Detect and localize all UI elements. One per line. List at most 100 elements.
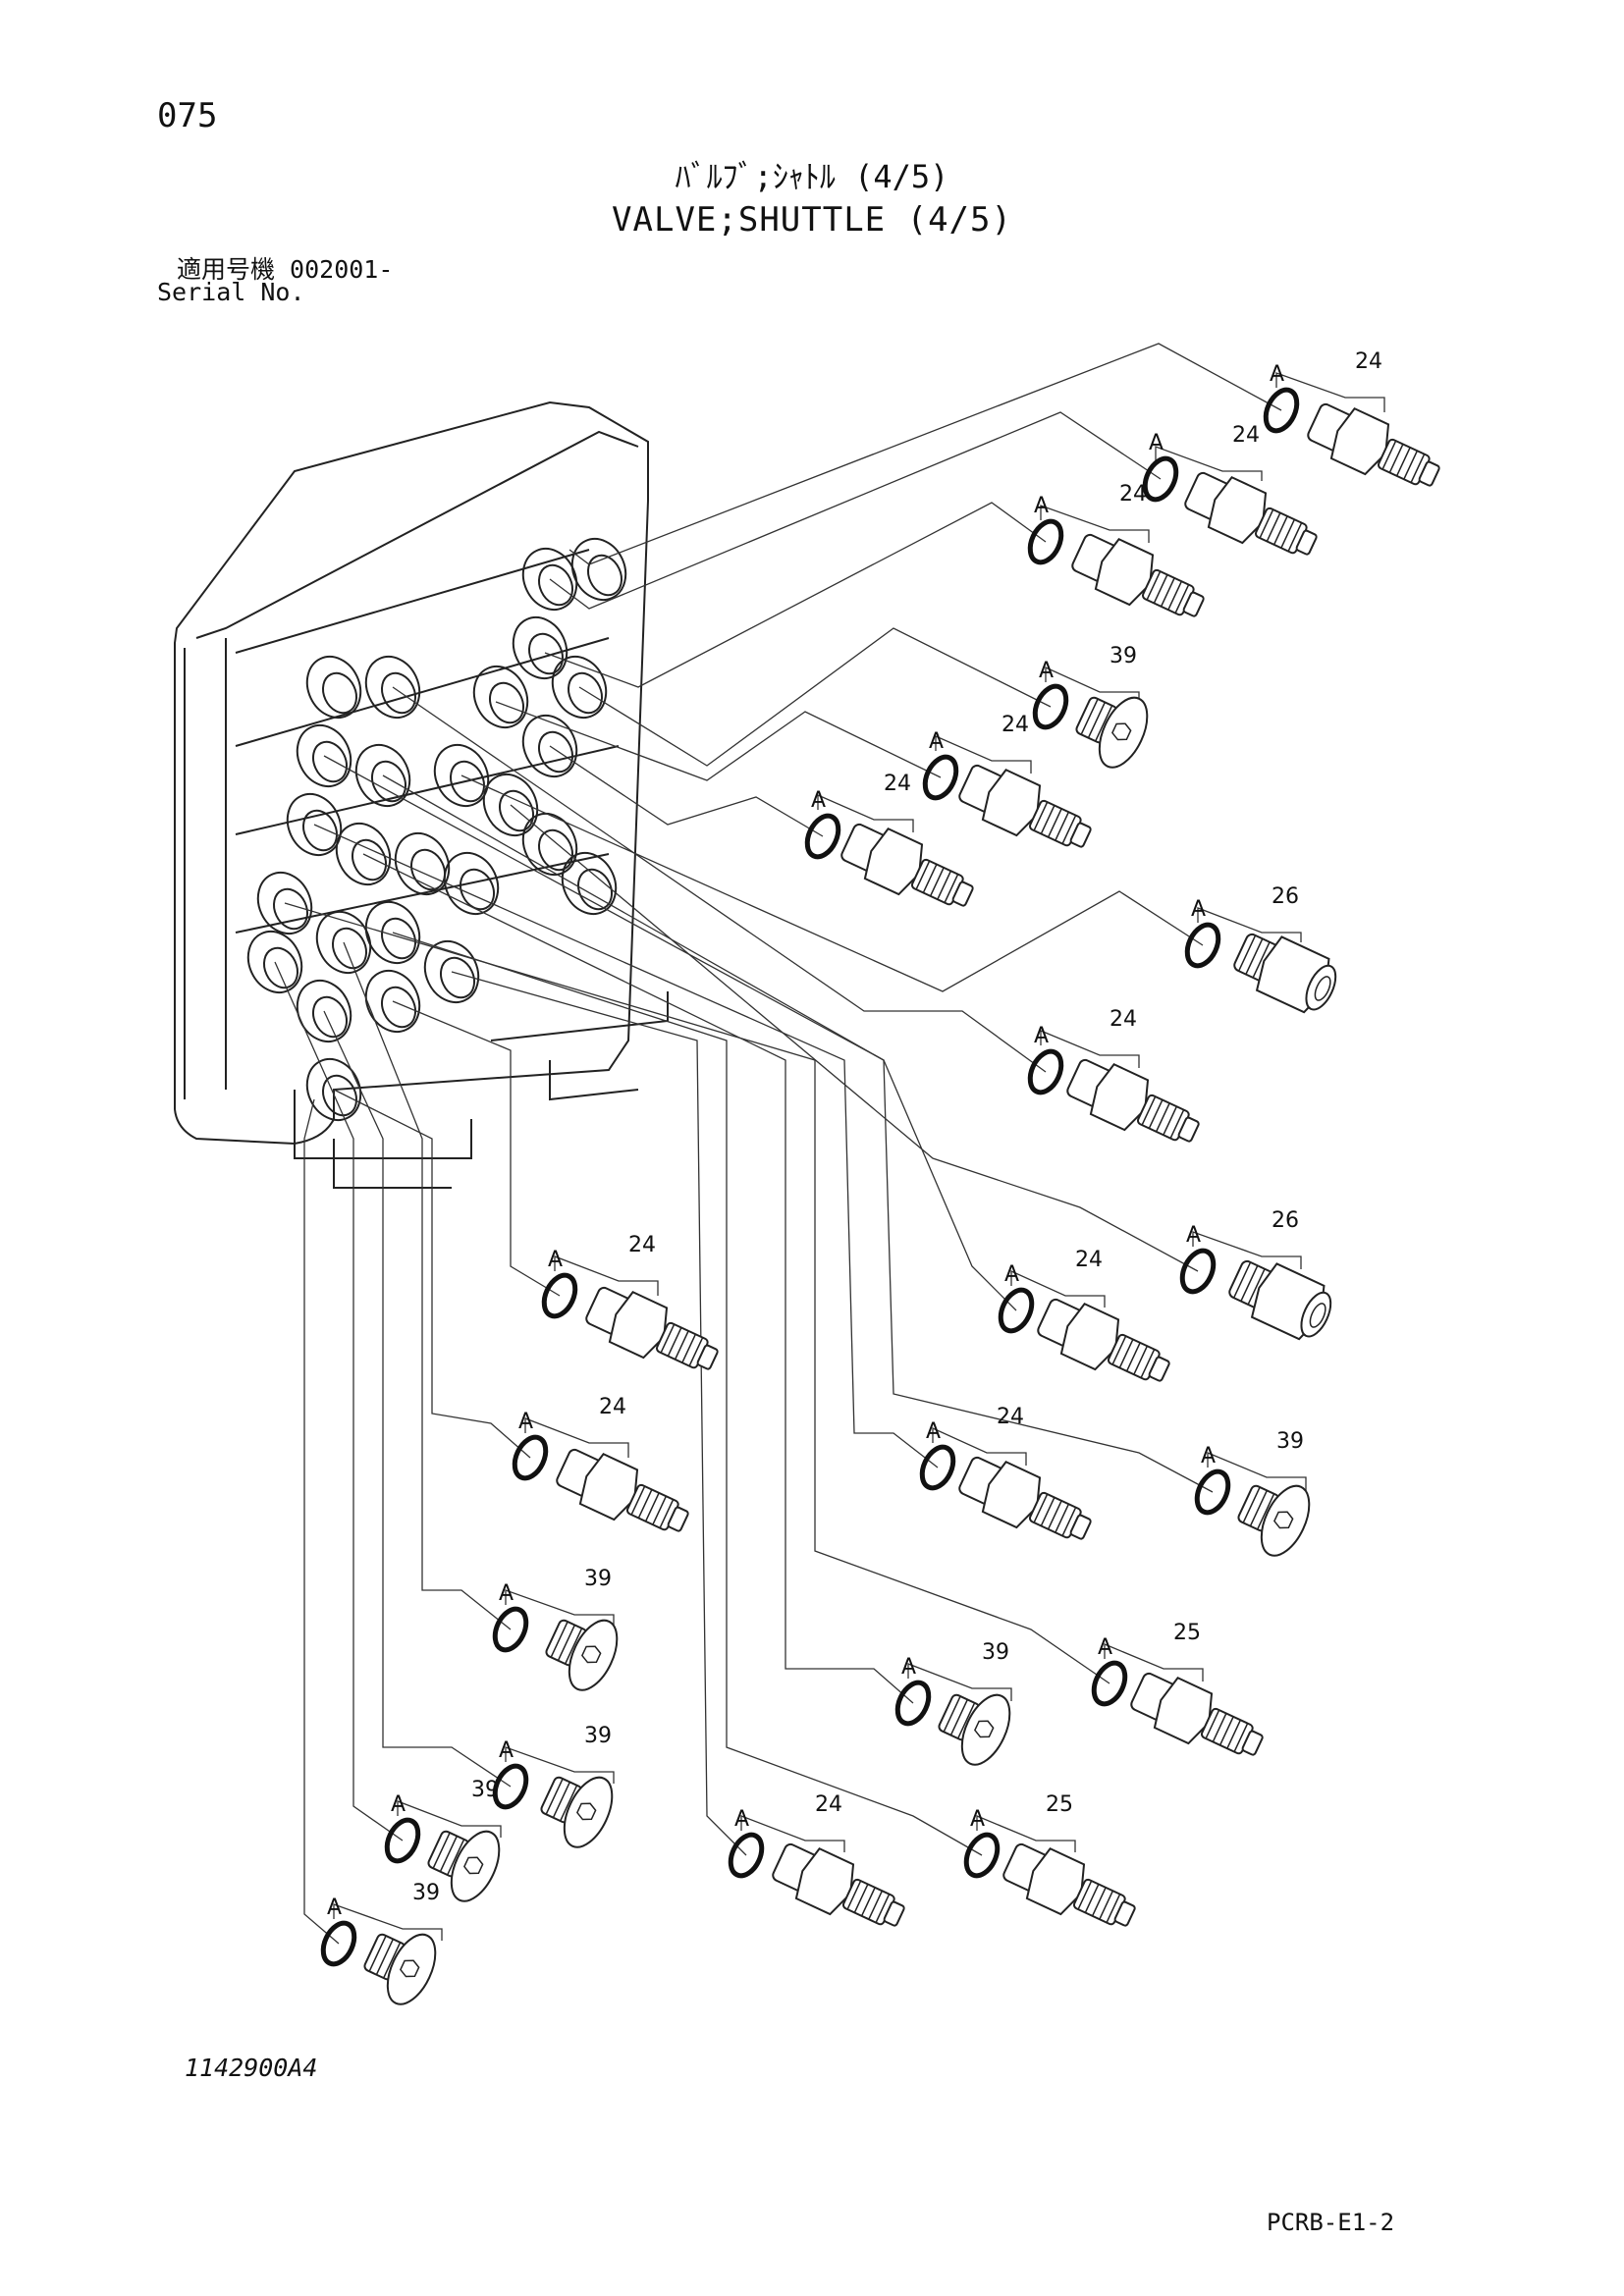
- part-adapter: [1307, 402, 1440, 487]
- part-adapter: [1066, 1058, 1200, 1143]
- part-callout-24: A24: [1027, 1007, 1200, 1143]
- valve-port: [364, 900, 421, 965]
- part-ref-number: 24: [815, 1792, 842, 1817]
- ring-label: A: [1149, 431, 1164, 455]
- part-ref-number: 39: [1110, 644, 1137, 668]
- leader-line: [362, 853, 914, 1704]
- callout-bracket: [1010, 1269, 1106, 1308]
- valve-port-bore: [262, 946, 299, 989]
- valve-port-bore: [380, 671, 417, 715]
- callout-bracket: [935, 735, 1032, 774]
- valve-port-bore: [331, 927, 368, 970]
- ring-label: A: [929, 729, 944, 754]
- o-ring: [1091, 1660, 1128, 1707]
- leader-line: [382, 774, 1017, 1311]
- part-ref-number: 24: [884, 772, 911, 796]
- valve-port-bore: [586, 554, 623, 597]
- drawing-number: 1142900A4: [185, 2054, 318, 2082]
- part-ref-number: 24: [599, 1395, 626, 1419]
- callout-bracket: [932, 1426, 1027, 1466]
- leader-line: [392, 686, 1047, 1073]
- valve-port-bore: [272, 887, 309, 931]
- valve-port-bore: [321, 1074, 358, 1117]
- part-callout-24: A24: [919, 1405, 1092, 1540]
- callout-bracket: [1275, 372, 1385, 412]
- page-number: 075: [157, 96, 218, 135]
- part-callout-26: A26: [1184, 884, 1337, 1014]
- part-ref-number: 24: [1355, 349, 1382, 374]
- part-adapter: [556, 1448, 689, 1532]
- part-ref-number: 39: [584, 1724, 612, 1748]
- part-callout-39: A39: [492, 1724, 615, 1848]
- callout-bracket: [554, 1255, 659, 1296]
- ring-label: A: [1098, 1635, 1112, 1660]
- valve-port: [423, 939, 480, 1004]
- part-callout-39: A39: [1032, 644, 1149, 769]
- part-adapter: [958, 1456, 1092, 1540]
- valve-port: [443, 851, 500, 916]
- valve-port-bore: [439, 956, 476, 999]
- part-plug: [938, 1693, 1011, 1766]
- valve-port-bore: [409, 848, 447, 891]
- part-plug: [427, 1830, 501, 1902]
- callout-bracket: [740, 1815, 845, 1852]
- part-ref-number: 39: [471, 1778, 499, 1802]
- valve-port-bore: [370, 760, 407, 803]
- callout-bracket: [1192, 1231, 1302, 1269]
- leader-line: [392, 932, 983, 1856]
- o-ring: [998, 1287, 1035, 1334]
- part-callout-24: A 24: [804, 772, 974, 907]
- leader-line: [510, 804, 1199, 1272]
- part-callout-24: A24: [512, 1395, 689, 1532]
- leader-line: [303, 1098, 340, 1945]
- part-adapter: [1002, 1842, 1136, 1927]
- o-ring: [963, 1832, 1001, 1879]
- valve-port: [305, 655, 362, 720]
- part-callout-39: A39: [384, 1778, 502, 1902]
- part-ref-number: 24: [628, 1233, 656, 1257]
- callout-bracket: [333, 1903, 443, 1941]
- part-ref-number: 24: [1075, 1248, 1103, 1272]
- ring-label: A: [811, 788, 826, 813]
- valve-port: [394, 831, 451, 896]
- callout-bracket: [976, 1815, 1076, 1852]
- o-ring: [492, 1606, 529, 1653]
- leader-line: [323, 1010, 512, 1788]
- part-ref-number: 39: [584, 1567, 612, 1591]
- valve-port: [551, 655, 608, 720]
- o-ring: [541, 1272, 578, 1319]
- valve-port-bore: [567, 671, 604, 715]
- callout-bracket: [1045, 666, 1140, 704]
- page-code: PCRB-E1-2: [1267, 2209, 1395, 2236]
- valve-body-block: [174, 400, 669, 1189]
- o-ring: [728, 1832, 765, 1879]
- callout-bracket: [817, 794, 914, 832]
- valve-port: [286, 792, 343, 857]
- part-ref-number: 39: [1276, 1429, 1304, 1454]
- callout-bracket: [1040, 1030, 1140, 1068]
- part-ref-number: 25: [1046, 1792, 1073, 1817]
- valve-port-bore: [537, 563, 574, 607]
- leader-line: [549, 411, 1162, 610]
- valve-port-bore: [311, 995, 349, 1039]
- ring-label: A: [734, 1807, 749, 1832]
- part-callout-39: A39: [1194, 1429, 1311, 1557]
- part-callout-39: A39: [492, 1567, 619, 1691]
- title-japanese: ﾊﾞﾙﾌﾞ;ｼｬﾄﾙ (4/5): [675, 158, 949, 195]
- leader-line: [313, 824, 939, 1468]
- part-plug: [540, 1776, 614, 1848]
- leader-line: [274, 961, 404, 1842]
- part-callout-24: A24: [998, 1248, 1170, 1382]
- leader-line: [392, 1000, 561, 1297]
- valve-port-bore: [311, 740, 349, 783]
- part-callout-24: A24: [922, 713, 1092, 848]
- part-ref-number: 39: [412, 1881, 440, 1905]
- part-ref-number: 39: [982, 1640, 1009, 1665]
- valve-port: [521, 547, 578, 612]
- valve-port: [335, 822, 392, 886]
- ring-label: A: [1186, 1223, 1201, 1248]
- o-ring: [894, 1680, 932, 1727]
- valve-ports: [246, 537, 627, 1122]
